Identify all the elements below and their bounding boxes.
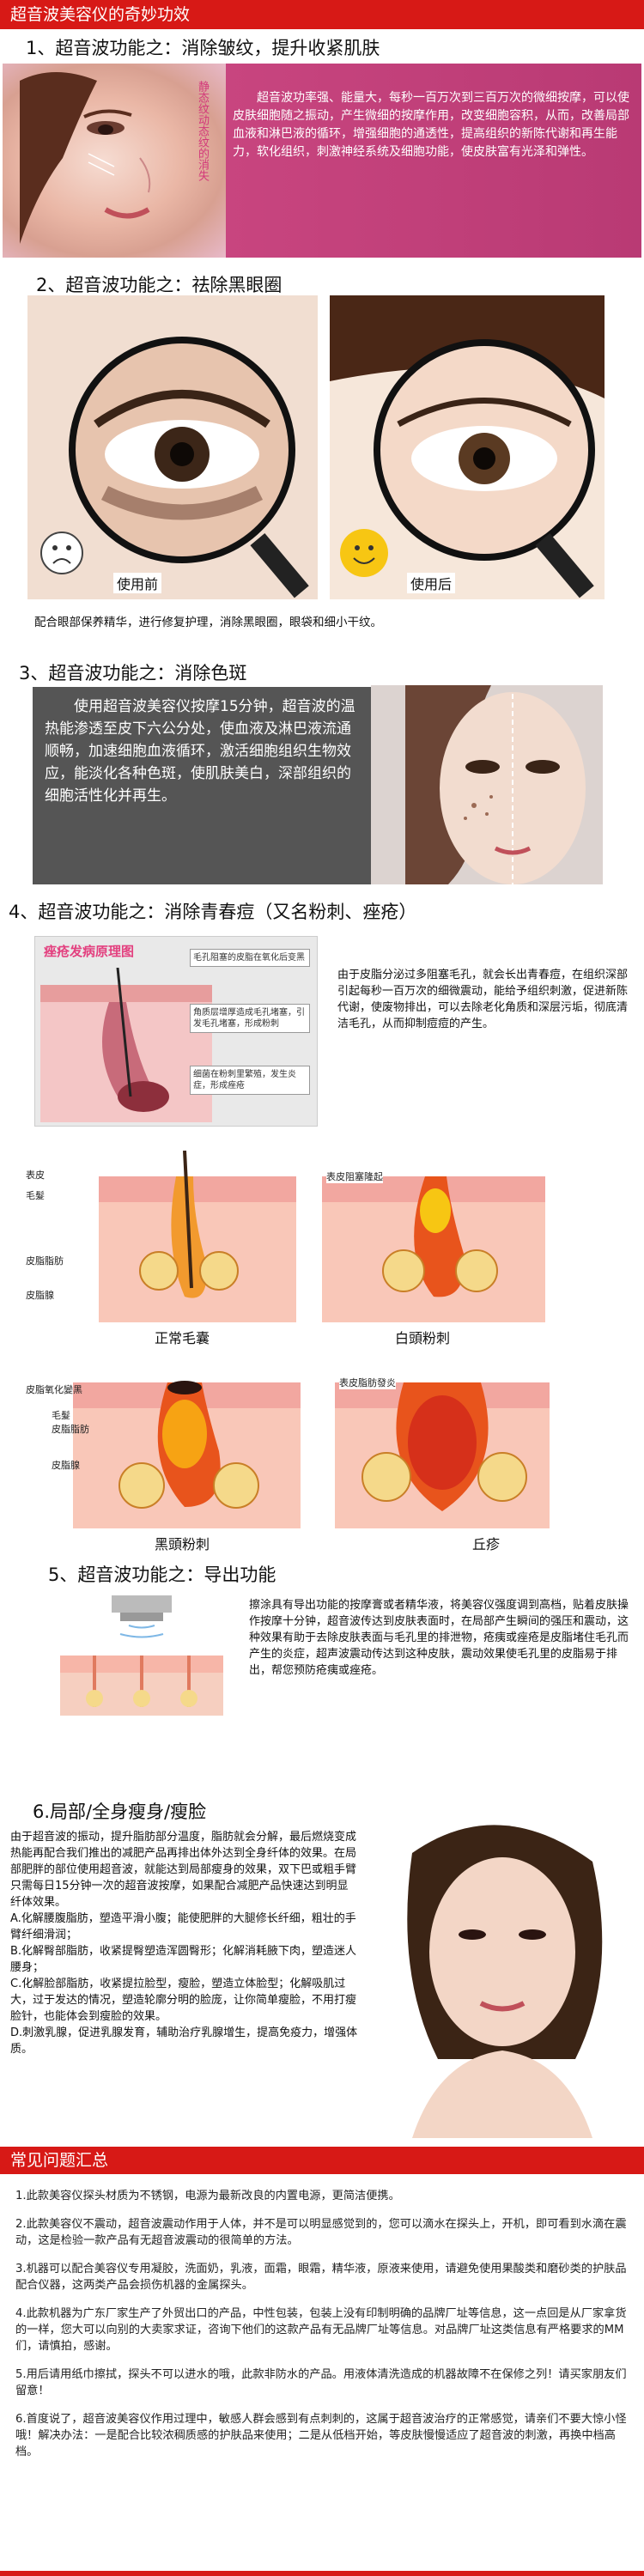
acne-diagram-illustration bbox=[40, 968, 212, 1122]
section5-title: 5、超音波功能之：导出功能 bbox=[48, 1564, 276, 1585]
label-epidermis: 表皮 bbox=[26, 1170, 45, 1181]
model-illustration bbox=[361, 1801, 644, 2138]
whitehead-illustration bbox=[322, 1176, 545, 1322]
ultrasound-export-illustration bbox=[60, 1595, 223, 1716]
section6-title: 6.局部/全身瘦身/瘦脸 bbox=[33, 1801, 207, 1822]
label-blocked: 表皮阻塞隆起 bbox=[326, 1170, 383, 1183]
section4-body: 由于皮脂分泌过多阻塞毛孔，就会长出青春痘，在组织深部引起每秒一百万次的细微震动，… bbox=[337, 969, 629, 1030]
export-illustration bbox=[60, 1595, 223, 1716]
faq-item: 4.此款机器为广东厂家生产了外贸出口的产品，中性包装，包装上没有印制明确的品牌厂… bbox=[15, 2307, 627, 2353]
acne-diagram: 痤疮发病原理图 毛孔阻塞的皮脂在氧化后变黑 角质层增厚造成毛孔堵塞，引发毛孔堵塞… bbox=[34, 936, 318, 1127]
label-gland-2: 皮脂腺 bbox=[52, 1460, 80, 1471]
page-header: 超音波美容仪的奇妙功效 bbox=[0, 0, 644, 29]
before-photo: 使用前 bbox=[27, 295, 318, 599]
footer-bar bbox=[0, 2571, 644, 2576]
faq-list: 1.此款美容仪探头材质为不锈钢，电源为最新改良的内置电源，更简洁便携。 2.此款… bbox=[15, 2188, 629, 2472]
label-sebum-2: 皮脂脂肪 bbox=[52, 1424, 89, 1435]
section2-caption: 配合眼部保养精华，进行修复护理，消除黑眼圈，眼袋和细小干纹。 bbox=[34, 616, 382, 629]
section3-text-box: 使用超音波美容仪按摩15分钟，超音波的温热能渗透至皮下六公分处，使血液及淋巴液流… bbox=[33, 687, 371, 884]
faq-item: 6.首度说了，超音波美容仪作用过理中，敏感人群会感到有点刺刺的，这属于超音波治疗… bbox=[15, 2413, 627, 2458]
label-sebum: 皮脂脂肪 bbox=[26, 1255, 64, 1267]
after-label: 使用后 bbox=[407, 573, 456, 593]
faq-header: 常见问题汇总 bbox=[0, 2147, 644, 2174]
diagram-note-3: 细菌在粉刺里繁殖，发生炎症，形成痤疮 bbox=[190, 1066, 310, 1095]
normal-follicle-illustration bbox=[99, 1151, 296, 1322]
label-hair-2: 毛髮 bbox=[52, 1410, 70, 1421]
face-photo: 静态纹动态纹的消失 bbox=[3, 64, 226, 258]
face-photo-caption: 静态纹动态纹的消失 bbox=[196, 81, 209, 181]
after-photo: 使用后 bbox=[330, 295, 605, 599]
after-eye-illustration bbox=[330, 295, 605, 599]
section1-banner: 静态纹动态纹的消失 超音波功率强、能量大，每秒一百万次到三百万次的微细按摩，可以… bbox=[3, 64, 641, 258]
caption-papule: 丘疹 bbox=[472, 1536, 501, 1552]
label-inflamed: 表皮脂肪發炎 bbox=[339, 1376, 396, 1389]
caption-whitehead: 白頭粉刺 bbox=[395, 1330, 451, 1346]
label-oxidized: 皮脂氧化變黑 bbox=[26, 1384, 82, 1395]
section3-body: 使用超音波美容仪按摩15分钟，超音波的温热能渗透至皮下六公分处，使血液及淋巴液流… bbox=[45, 698, 355, 805]
face-illustration bbox=[20, 72, 151, 244]
diagram-note-1: 毛孔阻塞的皮脂在氧化后变黑 bbox=[190, 949, 310, 967]
caption-blackhead: 黑頭粉刺 bbox=[155, 1536, 210, 1552]
section4-title: 4、超音波功能之：消除青春痘（又名粉刺、痤疮） bbox=[9, 902, 417, 922]
faq-item: 1.此款美容仪探头材质为不锈钢，电源为最新改良的内置电源，更简洁便携。 bbox=[15, 2190, 400, 2202]
caption-normal: 正常毛囊 bbox=[155, 1330, 210, 1346]
section1-title: 1、超音波功能之：消除皱纹，提升收紧肌肤 bbox=[26, 38, 380, 58]
before-label: 使用前 bbox=[113, 573, 162, 593]
section5-body: 擦涂具有导出功能的按摩膏或者精华液，将美容仪强度调到高档，贴着皮肤操作按摩十分钟… bbox=[249, 1599, 629, 1677]
section6-model-photo bbox=[361, 1801, 644, 2138]
section2-title: 2、超音波功能之：祛除黑眼圈 bbox=[36, 275, 283, 295]
section3-face-photo bbox=[371, 685, 603, 884]
faq-item: 3.机器可以配合美容仪专用凝胶，洗面奶，乳液，面霜，眼霜，精华液，原液来使用，请… bbox=[15, 2263, 627, 2292]
acne-diagram-title: 痤疮发病原理图 bbox=[44, 944, 135, 959]
faq-item: 5.用后请用纸巾擦拭，探头不可以进水的哦，此款非防水的产品。用液体清洗造成的机器… bbox=[15, 2368, 627, 2397]
faq-title: 常见问题汇总 bbox=[10, 2151, 109, 2170]
label-hair: 毛髮 bbox=[26, 1190, 45, 1201]
before-eye-illustration bbox=[27, 295, 318, 599]
section3-title: 3、超音波功能之：消除色斑 bbox=[19, 663, 247, 683]
diagram-note-2: 角质层增厚造成毛孔堵塞，引发毛孔堵塞，形成粉刺 bbox=[190, 1004, 310, 1033]
header-title: 超音波美容仪的奇妙功效 bbox=[10, 5, 191, 24]
face-spot-illustration bbox=[371, 685, 603, 884]
faq-item: 2.此款美容仪不震动，超音波震动作用于人体，并不是可以明显感觉到的，您可以滴水在… bbox=[15, 2218, 627, 2247]
section6-body: 由于超音波的振动，提升脂肪部分温度，脂肪就会分解，最后燃烧变成热能再配合我们推出… bbox=[10, 1831, 358, 2056]
acne-stages: 表皮 毛髮 皮脂脂肪 皮脂腺 正常毛囊 表皮阻塞隆起 白頭粉刺 皮脂氧化變黑 毛… bbox=[26, 1151, 618, 1552]
blackhead-illustration bbox=[73, 1381, 301, 1528]
papule-illustration bbox=[335, 1382, 550, 1528]
label-gland: 皮脂腺 bbox=[26, 1290, 54, 1301]
section1-body: 超音波功率强、能量大，每秒一百万次到三百万次的微细按摩，可以使皮肤细胞随之振动，… bbox=[233, 91, 629, 159]
